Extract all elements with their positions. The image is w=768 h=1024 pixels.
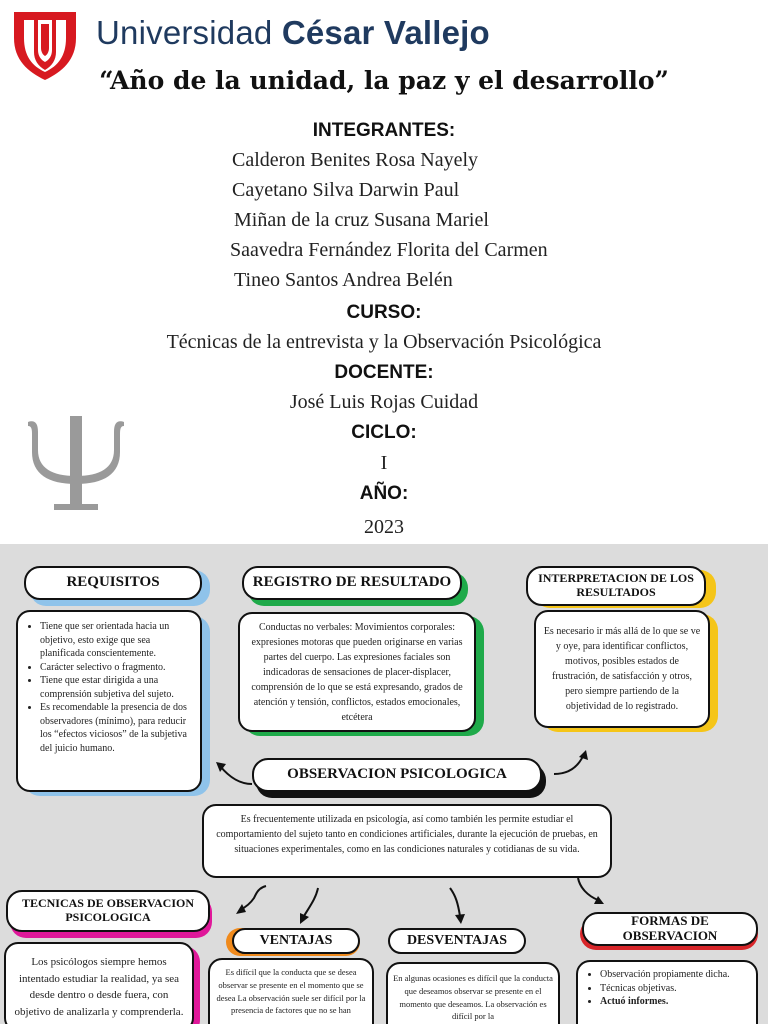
ventajas-box: Es difícil que la conducta que se desea … <box>208 958 374 1024</box>
formas-title: FORMAS DE OBSERVACION <box>582 912 758 946</box>
concept-map: REQUISITOS Tiene que ser orientada hacia… <box>0 544 768 1024</box>
desventajas-box: En algunas ocasiones es difícil que la c… <box>386 962 560 1024</box>
docente-label: DOCENTE: <box>334 362 434 383</box>
registro-title: REGISTRO DE RESULTADO <box>242 566 462 600</box>
registro-text: Conductas no verbales: Movimientos corpo… <box>251 622 463 723</box>
list-item: Actuó informes. <box>600 995 750 1009</box>
interpretacion-text: Es necesario ir más allá de lo que se ve… <box>543 626 701 712</box>
central-text: Es frecuentemente utilizada en psicologí… <box>216 814 598 855</box>
requisitos-title: REQUISITOS <box>24 566 202 600</box>
member-name: Cayetano Silva Darwin Paul <box>232 179 460 201</box>
list-item: Carácter selectivo o fragmento. <box>40 661 192 675</box>
list-item: Observación propiamente dicha. <box>600 968 750 982</box>
tecnicas-box: Los psicólogos siempre hemos intentado e… <box>4 942 194 1024</box>
interpretacion-title: INTERPRETACION DE LOS RESULTADOS <box>526 566 706 606</box>
arrow-to-ventajas-icon <box>300 887 319 924</box>
central-box: Es frecuentemente utilizada en psicologí… <box>202 804 612 878</box>
tecnicas-text: Los psicólogos siempre hemos intentado e… <box>14 956 184 1024</box>
list-item: Tiene que estar dirigida a una comprensi… <box>40 674 192 701</box>
arrow-to-formas-icon <box>577 877 604 904</box>
arrow-to-interpretacion-icon <box>553 750 588 775</box>
psi-icon <box>28 416 124 510</box>
course-name: Técnicas de la entrevista y la Observaci… <box>166 331 602 353</box>
tecnicas-title: TECNICAS DE OBSERVACION PSICOLOGICA <box>6 890 210 932</box>
formas-box: Observación propiamente dicha. Técnicas … <box>576 960 758 1024</box>
university-name: Universidad César Vallejo <box>96 14 490 51</box>
interpretacion-box: Es necesario ir más allá de lo que se ve… <box>534 610 710 728</box>
list-item: Tiene que ser orientada hacia un objetiv… <box>40 620 192 661</box>
requisitos-box: Tiene que ser orientada hacia un objetiv… <box>16 610 202 792</box>
teacher-name: José Luis Rojas Cuidad <box>289 391 479 413</box>
arrow-to-requisitos-icon <box>216 762 253 785</box>
member-name: Saavedra Fernández Florita del Carmen <box>230 239 548 261</box>
ciclo-label: CICLO: <box>351 422 417 443</box>
university-logo <box>14 12 76 80</box>
member-name: Calderon Benites Rosa Nayely <box>232 149 479 171</box>
year-value: 2023 <box>364 516 404 538</box>
list-item: Técnicas objetivas. <box>600 982 750 996</box>
desventajas-text: En algunas ocasiones es difícil que la c… <box>393 973 553 1022</box>
ventajas-title: VENTAJAS <box>232 928 360 954</box>
member-name: Miñan de la cruz Susana Mariel <box>234 209 489 231</box>
arrow-to-tecnicas-icon <box>236 885 267 914</box>
motto-title: “Año de la unidad, la paz y el desarroll… <box>99 66 669 95</box>
cycle-value: I <box>380 452 388 474</box>
ventajas-text: Es difícil que la conducta que se desea … <box>216 967 366 1016</box>
registro-box: Conductas no verbales: Movimientos corpo… <box>238 612 476 732</box>
anio-label: AÑO: <box>359 483 409 504</box>
list-item: Es recomendable la presencia de dos obse… <box>40 701 192 755</box>
arrow-to-desventajas-icon <box>449 887 465 924</box>
curso-label: CURSO: <box>346 302 422 323</box>
desventajas-title: DESVENTAJAS <box>388 928 526 954</box>
member-name: Tineo Santos Andrea Belén <box>234 269 453 291</box>
integrantes-label: INTEGRANTES: <box>312 120 456 141</box>
central-title: OBSERVACION PSICOLOGICA <box>252 758 542 792</box>
